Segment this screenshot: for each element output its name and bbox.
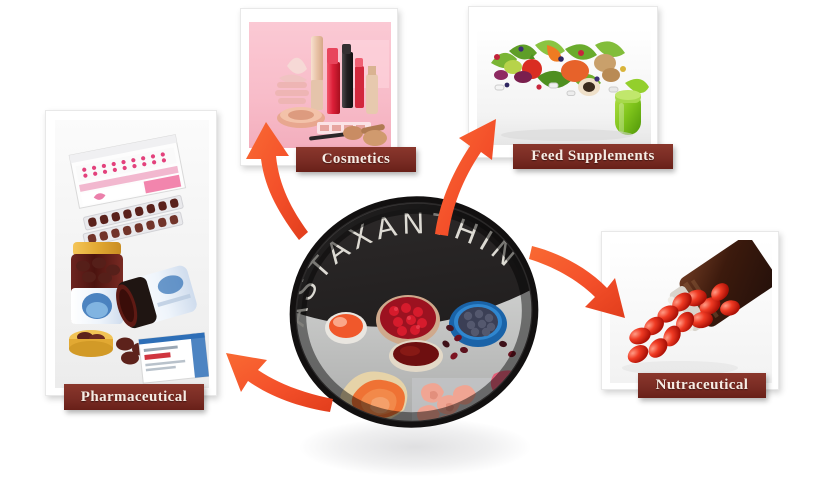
panel-feed-supplements: Feed Supplements bbox=[468, 6, 673, 169]
label-nutraceutical: Nutraceutical bbox=[638, 373, 766, 398]
nutraceutical-products-photo bbox=[610, 240, 772, 383]
bowl-drop-shadow bbox=[300, 418, 530, 476]
label-cosmetics: Cosmetics bbox=[296, 147, 416, 172]
center-astaxanthin-bowl: ASTAXANTHIN bbox=[278, 196, 551, 435]
pharmaceutical-products-photo bbox=[55, 120, 209, 388]
label-pharmaceutical: Pharmaceutical bbox=[64, 384, 204, 410]
feed-supplements-photo bbox=[477, 29, 651, 145]
panel-pharmaceutical: Pharmaceutical bbox=[45, 110, 217, 410]
panel-nutraceutical: Nutraceutical bbox=[601, 231, 779, 398]
label-feed-supplements: Feed Supplements bbox=[513, 144, 673, 169]
panel-cosmetics: Cosmetics bbox=[240, 8, 416, 172]
cosmetics-products-photo bbox=[249, 22, 391, 148]
